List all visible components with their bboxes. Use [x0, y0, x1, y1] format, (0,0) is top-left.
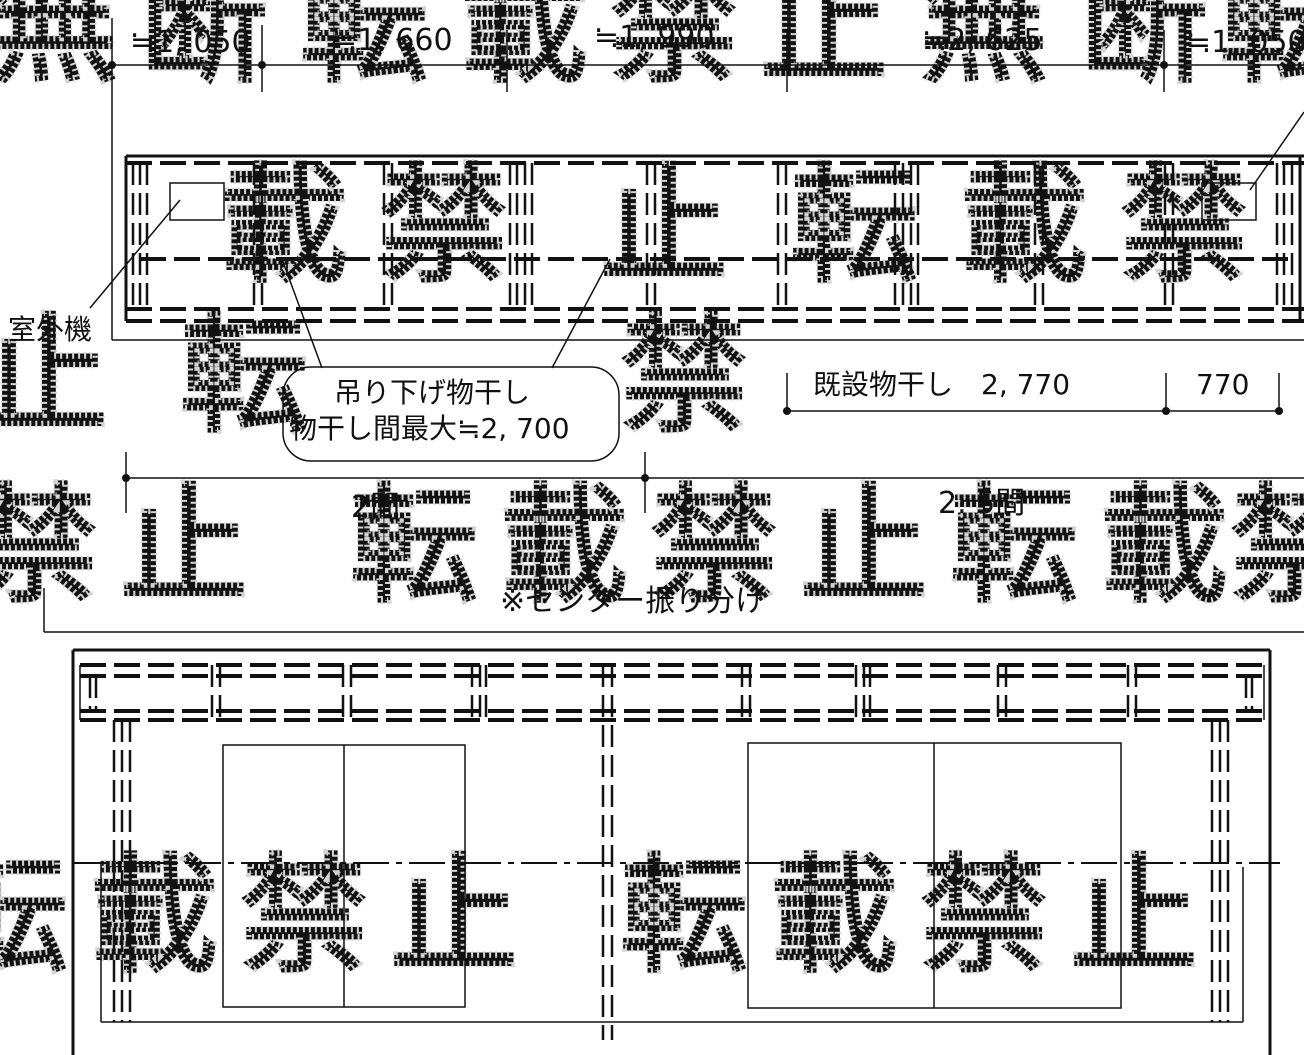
center-note-label: ※センター振り分け — [500, 584, 765, 619]
existing-dryer-label: 既設物干し 2, 770 — [813, 368, 1070, 401]
existing-extra-label: 770 — [1196, 368, 1249, 401]
hanging-dryer-line2: 物干し間最大≒2, 700 — [289, 412, 570, 445]
watermark-char: 載 — [1100, 472, 1228, 621]
watermark-char: 禁 — [610, 0, 738, 101]
dimension-label: ≒1, 660 — [332, 23, 453, 58]
watermark-char: 転 — [350, 472, 478, 621]
watermark-char: 載 — [500, 472, 628, 621]
watermark-char: 載 — [460, 0, 588, 101]
watermark-char: 止 — [600, 152, 728, 301]
watermark-char: 禁 — [240, 842, 368, 991]
watermark-char: 止 — [1070, 842, 1198, 991]
watermark-char: 転 — [180, 302, 308, 451]
dimension-label: ≒2, 625 — [922, 23, 1043, 58]
watermark-char: 禁 — [920, 842, 1048, 991]
watermark-char: 載 — [960, 152, 1088, 301]
watermark-char: 載 — [90, 842, 218, 991]
watermark-char: 転 — [300, 0, 428, 101]
top-dimension-line: ≒1, 050 ≒1, 660 ≒1, 990 ≒2, 625 ≒1, 050 — [108, 18, 1304, 340]
watermark-char: 断 — [140, 0, 268, 101]
dimension-label: ≒1, 990 — [594, 20, 715, 55]
watermark-char: 止 — [760, 0, 888, 101]
watermark-char: 無 — [0, 0, 118, 101]
watermark-char: 禁 — [0, 472, 98, 621]
watermark-char: 転 — [790, 152, 918, 301]
watermark-char: 載 — [220, 152, 348, 301]
hanging-dryer-line1: 吊り下げ物干し — [334, 376, 530, 409]
watermark-char: 転 — [620, 842, 748, 991]
existing-dryer-dimension: 既設物干し 2, 770 770 — [783, 368, 1283, 415]
center-note: ※センター振り分け — [43, 584, 1304, 633]
watermark-char: 無 — [920, 0, 1048, 101]
span-dimension: 2間 2. 5間 — [122, 452, 1304, 525]
watermark-char: 載 — [770, 842, 898, 991]
plan-view — [89, 111, 1304, 369]
hanging-dryer-callout: 吊り下げ物干し 物干し間最大≒2, 700 — [282, 366, 620, 462]
span-right-label: 2. 5間 — [938, 486, 1025, 521]
watermark-char: 禁 — [650, 472, 778, 621]
dimension-label: ≒1, 050 — [1186, 25, 1304, 60]
watermark-char: 止 — [120, 472, 248, 621]
dimension-label: ≒1, 050 — [130, 25, 251, 60]
outdoor-unit-left — [169, 182, 225, 221]
watermark-char: 禁 — [1230, 472, 1304, 621]
watermark-char: 禁 — [1120, 152, 1248, 301]
watermark-char: 禁 — [380, 152, 508, 301]
watermark-char: 禁 — [620, 302, 748, 451]
watermark-char: 転 — [1220, 0, 1304, 101]
watermark-char: 断 — [1080, 0, 1208, 101]
elevation-view — [71, 648, 1280, 1055]
watermark-char: 止 — [0, 302, 108, 451]
watermark-char: 止 — [800, 472, 928, 621]
watermark-layer: 無 断 転 載 禁 止 無 断 転 載 禁 止 転 載 禁 止 転 禁 禁 止 … — [0, 0, 1304, 992]
watermark-char: 止 — [390, 842, 518, 991]
watermark-char: 転 — [0, 842, 68, 991]
outdoor-unit-label: 室外機 — [8, 313, 92, 346]
watermark-char: 転 — [950, 472, 1078, 621]
outdoor-unit-right — [1201, 182, 1257, 221]
span-left-label: 2間 — [351, 490, 400, 525]
